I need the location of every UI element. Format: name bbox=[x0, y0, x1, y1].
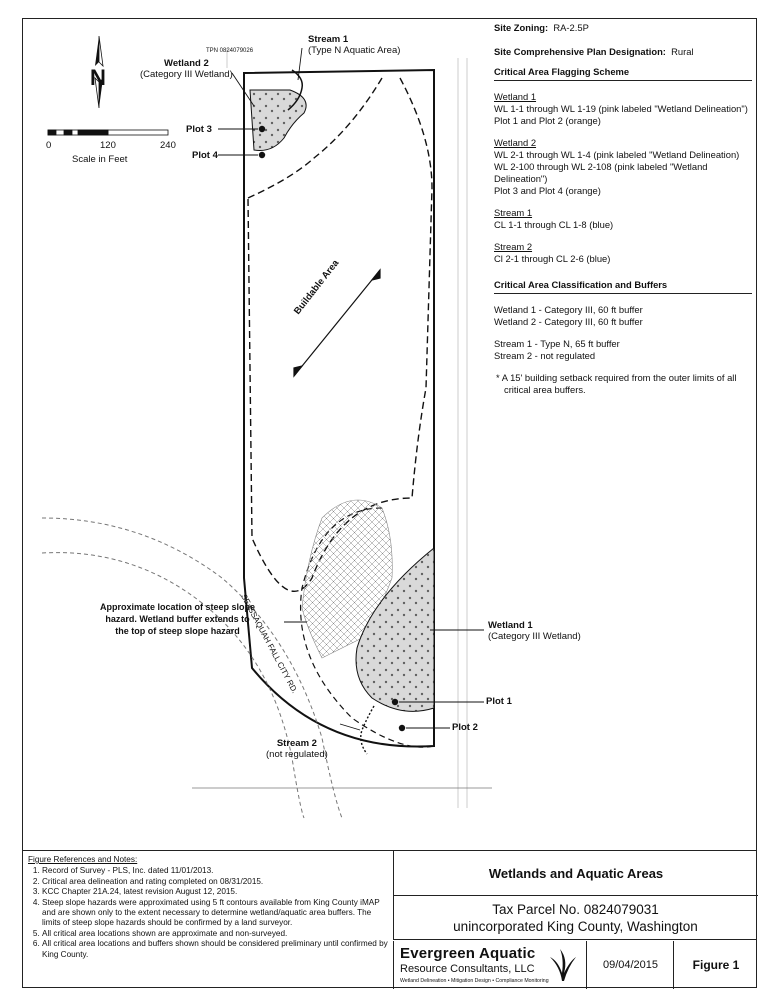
scale-bar bbox=[47, 129, 169, 136]
steep-line-1: Approximate location of steep slope bbox=[100, 602, 256, 612]
plot-1-label: Plot 1 bbox=[486, 696, 512, 707]
wetland-1-area bbox=[355, 546, 435, 712]
stream-1-label: Stream 1(Type N Aquatic Area) bbox=[308, 34, 400, 56]
road-edge-outer bbox=[41, 517, 343, 819]
flag-stream1-title: Stream 1 bbox=[494, 207, 533, 218]
class-line3: Stream 1 - Type N, 65 ft buffer bbox=[494, 338, 620, 349]
tpn-label: TPN 0824079026 bbox=[206, 48, 254, 54]
plot-2-label: Plot 2 bbox=[452, 722, 478, 733]
plot-3-label: Plot 3 bbox=[186, 124, 212, 135]
road-edge-inner bbox=[41, 552, 305, 819]
plan-label: Site Comprehensive Plan Designation: bbox=[494, 46, 666, 57]
site-map bbox=[41, 35, 492, 819]
wetland-1-title: Wetland 1 bbox=[488, 620, 533, 631]
flag-wetland2-line2: WL 2-100 through WL 2-108 (pink labeled … bbox=[494, 161, 708, 184]
stream-1-title: Stream 1 bbox=[308, 34, 349, 45]
scale-unit-label: Scale in Feet bbox=[72, 154, 128, 165]
class-line2: Wetland 2 - Category III, 60 ft buffer bbox=[494, 316, 643, 327]
company-logo: Evergreen Aquatic Resource Consultants, … bbox=[393, 941, 587, 989]
flag-stream1-line1: CL 1-1 through CL 1-8 (blue) bbox=[494, 219, 614, 230]
note-item: KCC Chapter 21A.24, latest revision Augu… bbox=[42, 887, 388, 897]
plan-value: Rural bbox=[671, 46, 694, 57]
property-boundary bbox=[243, 68, 435, 748]
figure-title: Wetlands and Aquatic Areas bbox=[393, 851, 758, 896]
stream-1-subtitle: (Type N Aquatic Area) bbox=[308, 45, 401, 56]
figure-number: Figure 1 bbox=[673, 941, 758, 989]
flag-wetland2-line1: WL 2-1 through WL 1-4 (pink labeled "Wet… bbox=[494, 149, 740, 160]
company-tagline: Wetland Delineation • Mitigation Design … bbox=[400, 978, 549, 984]
stream-1-line bbox=[287, 69, 304, 111]
flag-wetland1-line1: WL 1-1 through WL 1-19 (pink labeled "We… bbox=[494, 103, 748, 114]
wetland-2-subtitle: (Category III Wetland) bbox=[140, 69, 233, 80]
stream-2-line bbox=[360, 705, 375, 755]
wetland-1-label: Wetland 1(Category III Wetland) bbox=[488, 620, 581, 642]
wetland-1-subtitle: (Category III Wetland) bbox=[488, 631, 581, 642]
stream-2-label: Stream 2(not regulated) bbox=[266, 738, 328, 760]
stream-2-subtitle: (not regulated) bbox=[266, 749, 328, 760]
scale-0-label: 0 bbox=[46, 140, 52, 151]
flag-wetland1-title: Wetland 1 bbox=[494, 91, 537, 102]
class-line4: Stream 2 - not regulated bbox=[494, 350, 596, 361]
info-panel: Site Zoning: RA-2.5P Site Comprehensive … bbox=[494, 22, 752, 396]
figure-date: 09/04/2015 bbox=[586, 941, 674, 989]
plot-1-point bbox=[391, 698, 399, 706]
classification-heading: Critical Area Classification and Buffers bbox=[494, 279, 752, 294]
steep-line-2: hazard. Wetland buffer extends to bbox=[105, 614, 250, 624]
flagging-heading: Critical Area Flagging Scheme bbox=[494, 66, 752, 81]
steep-line-3: the top of steep slope hazard bbox=[115, 626, 240, 636]
flag-wetland2-line3: Plot 3 and Plot 4 (orange) bbox=[494, 185, 601, 196]
class-line1: Wetland 1 - Category III, 60 ft buffer bbox=[494, 304, 643, 315]
zoning-label: Site Zoning: bbox=[494, 22, 549, 33]
flag-wetland2-title: Wetland 2 bbox=[494, 137, 537, 148]
parcel-location: unincorporated King County, Washington bbox=[453, 919, 698, 934]
buildable-arrow bbox=[293, 268, 381, 378]
flag-wetland1-line2: Plot 1 and Plot 2 (orange) bbox=[494, 115, 601, 126]
buffer-line bbox=[247, 77, 433, 592]
drawing-sheet bbox=[22, 18, 757, 988]
note-item: All critical area locations and buffers … bbox=[42, 939, 388, 960]
zoning-value: RA-2.5P bbox=[553, 22, 589, 33]
note-item: Record of Survey - PLS, Inc. dated 11/01… bbox=[42, 866, 388, 876]
note-item: Critical area delineation and rating com… bbox=[42, 877, 388, 887]
notes-heading: Figure References and Notes: bbox=[28, 855, 138, 864]
scale-240-label: 240 bbox=[160, 140, 176, 151]
company-subname: Resource Consultants, LLC bbox=[400, 963, 535, 975]
plot-2-point bbox=[398, 724, 406, 732]
note-item: Steep slope hazards were approximated us… bbox=[42, 898, 388, 929]
class-note: * A 15' building setback required from t… bbox=[496, 372, 737, 395]
figure-notes: Figure References and Notes: Record of S… bbox=[28, 855, 388, 960]
scale-120-label: 120 bbox=[100, 140, 116, 151]
company-name: Evergreen Aquatic bbox=[400, 945, 536, 962]
note-item: All critical area locations shown are ap… bbox=[42, 929, 388, 939]
flag-stream2-line1: Cl 2-1 through CL 2-6 (blue) bbox=[494, 253, 611, 264]
stream-2-title: Stream 2 bbox=[276, 738, 317, 749]
parcel-number: Tax Parcel No. 0824079031 bbox=[492, 902, 659, 917]
wetland-2-area bbox=[249, 89, 307, 151]
plot-3-point bbox=[258, 125, 266, 133]
north-letter: N bbox=[90, 65, 106, 90]
wetland-2-title: Wetland 2 bbox=[164, 58, 209, 69]
plot-4-label: Plot 4 bbox=[192, 150, 218, 161]
title-block: Figure References and Notes: Record of S… bbox=[22, 850, 758, 989]
north-arrow-icon bbox=[94, 35, 104, 109]
plot-4-point bbox=[258, 151, 266, 159]
parcel-info: Tax Parcel No. 0824079031 unincorporated… bbox=[393, 896, 757, 940]
wetland-2-label: Wetland 2(Category III Wetland) bbox=[140, 58, 233, 80]
steep-slope-label: Approximate location of steep slope haza… bbox=[100, 601, 255, 637]
flag-stream2-title: Stream 2 bbox=[494, 241, 533, 252]
leaf-logo-icon bbox=[550, 949, 576, 981]
